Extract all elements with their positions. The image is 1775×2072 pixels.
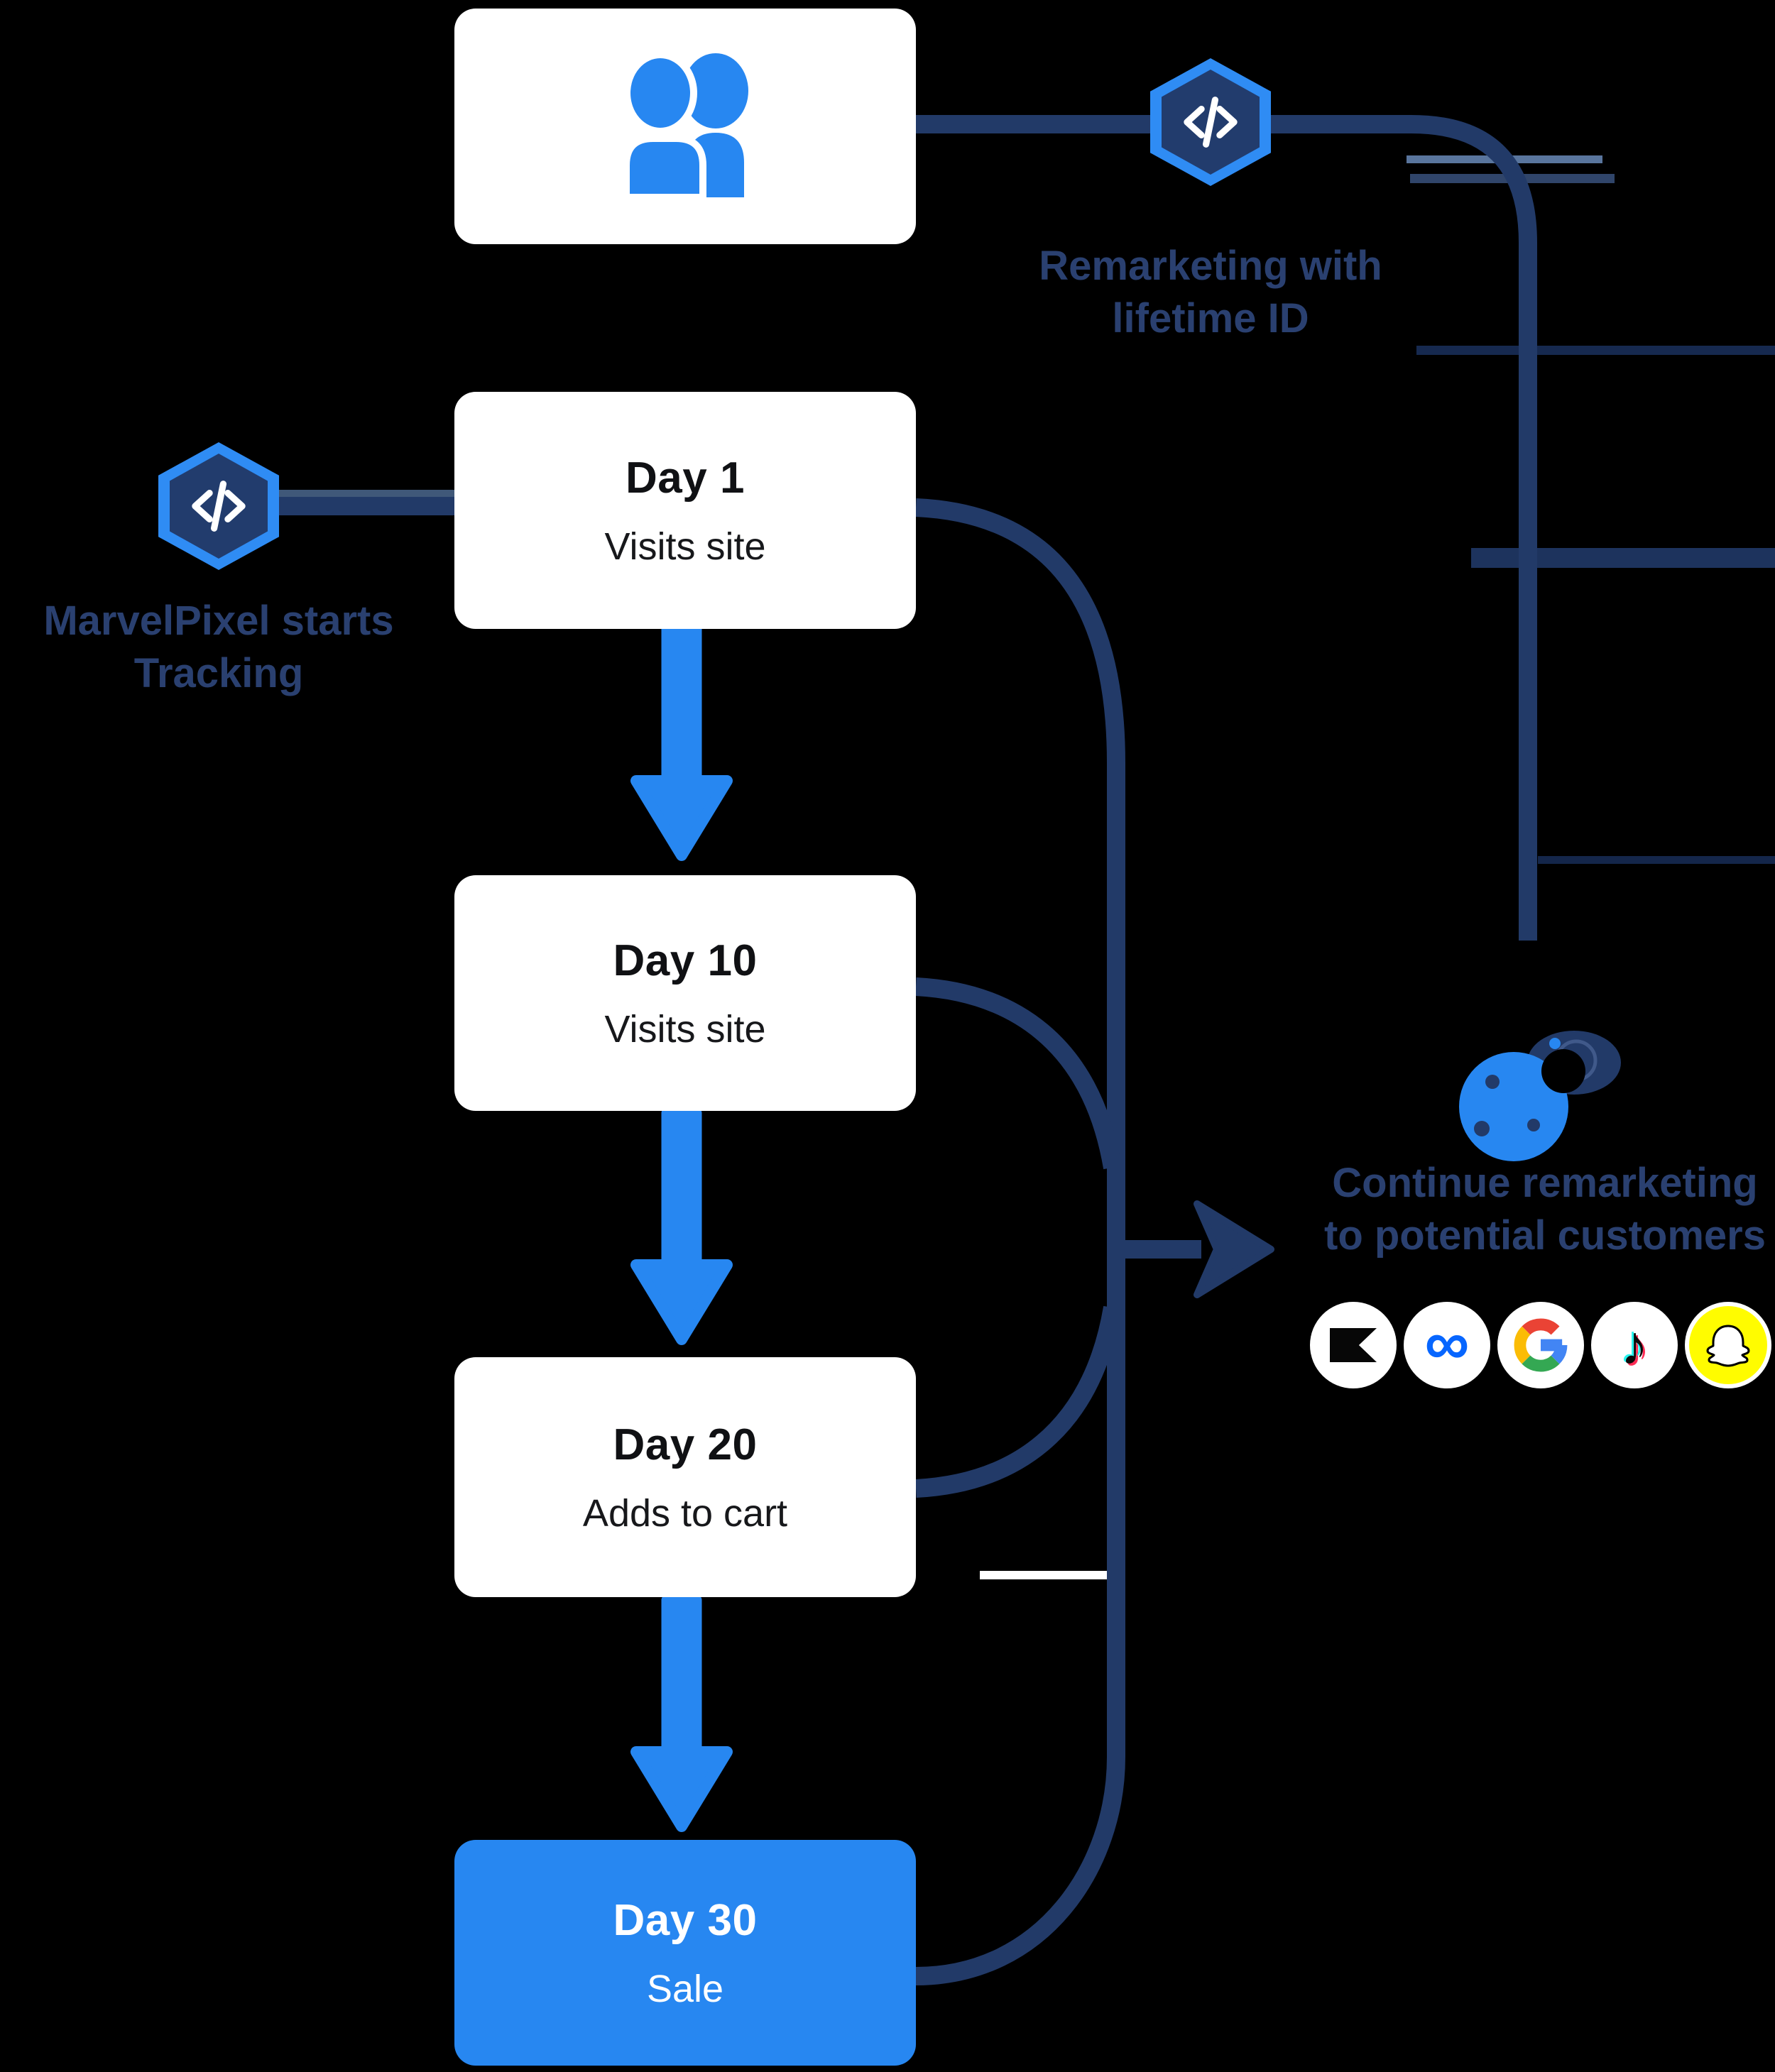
platform-logo-flag-banner xyxy=(1310,1302,1397,1388)
step-title: Day 30 xyxy=(613,1895,758,1945)
arrow-down-head-icon xyxy=(630,1746,733,1832)
tiktok-note-icon: ♪ xyxy=(1620,1314,1649,1376)
funnel-step-day30: Day 30 Sale xyxy=(454,1840,916,2066)
step-title: Day 1 xyxy=(626,453,745,503)
platform-logo-snapchat xyxy=(1685,1302,1771,1388)
continue-remarketing-label: Continue remarketing to potential custom… xyxy=(1318,1157,1772,1262)
users-icon xyxy=(623,52,748,201)
connector-lifetime-id xyxy=(916,115,1537,941)
snapchat-ghost-icon xyxy=(1706,1325,1750,1367)
google-g-icon xyxy=(1514,1318,1568,1372)
step-title: Day 20 xyxy=(613,1420,758,1469)
platform-logo-google xyxy=(1497,1302,1584,1388)
connector-day10 xyxy=(915,977,1122,1170)
audience-box xyxy=(454,9,916,244)
arrow-down-icon xyxy=(661,1108,702,1274)
flag-banner-icon xyxy=(1330,1328,1377,1362)
step-subtitle: Visits site xyxy=(604,525,766,568)
funnel-step-day1: Day 1 Visits site xyxy=(454,392,916,629)
arrow-down-icon xyxy=(661,624,702,790)
remarketing-label-line2: lifetime ID xyxy=(1112,295,1309,341)
funnel-step-day10: Day 10 Visits site xyxy=(454,875,916,1111)
arrow-down-icon xyxy=(661,1595,702,1761)
navy-connector-lines xyxy=(219,115,1537,1985)
continue-remarketing-line2: to potential customers xyxy=(1324,1212,1766,1259)
connector-day20 xyxy=(915,1305,1122,1498)
step-subtitle: Visits site xyxy=(604,1007,766,1051)
code-hexagon-icon-remarketing xyxy=(1150,58,1271,186)
arrow-down-head-icon xyxy=(630,1259,733,1345)
step-subtitle: Sale xyxy=(646,1967,724,2010)
meta-infinity-icon: ∞ xyxy=(1424,1308,1470,1378)
remarketing-label-line1: Remarketing with xyxy=(1039,243,1382,289)
platform-logos-row: ∞ ♪ xyxy=(1310,1302,1771,1388)
tracking-label: MarvelPixel starts Tracking xyxy=(20,595,417,700)
tracking-label-line1: MarvelPixel starts xyxy=(43,598,394,644)
remarketing-label: Remarketing with lifetime ID xyxy=(1012,240,1409,345)
code-hexagon-icon-tracking xyxy=(158,442,279,570)
code-tag-icon xyxy=(1184,97,1238,148)
platform-logo-tiktok: ♪ xyxy=(1591,1302,1678,1388)
platform-logo-meta: ∞ xyxy=(1404,1302,1490,1388)
arrow-down-head-icon xyxy=(630,775,733,861)
tracking-label-line2: Tracking xyxy=(133,650,304,696)
connector-collector xyxy=(915,498,1125,1985)
continue-remarketing-line1: Continue remarketing xyxy=(1332,1160,1758,1206)
step-subtitle: Adds to cart xyxy=(582,1491,788,1535)
code-tag-icon xyxy=(192,481,246,532)
down-arrows xyxy=(630,624,733,1832)
step-title: Day 10 xyxy=(613,936,758,985)
cookie-eye-icon xyxy=(1459,1031,1621,1161)
junction-arrowhead-icon xyxy=(1194,1200,1274,1298)
funnel-step-day20: Day 20 Adds to cart xyxy=(454,1357,916,1597)
